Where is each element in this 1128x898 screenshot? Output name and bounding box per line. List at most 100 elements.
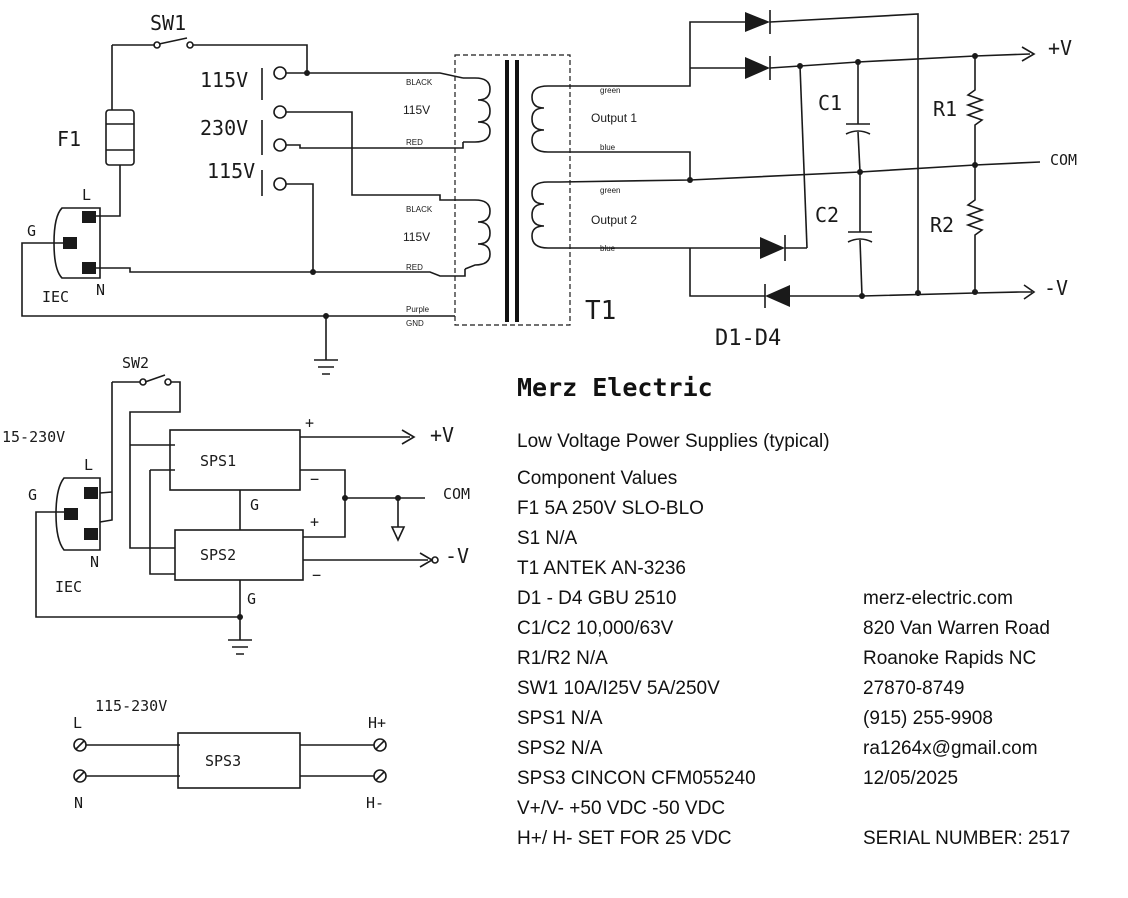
- sps1-label: SPS1: [200, 452, 236, 470]
- sps-ground-symbol: [228, 639, 252, 655]
- wire-gnd: GND: [406, 319, 424, 328]
- sec-blue-1: blue: [600, 143, 616, 152]
- c1-label: C1: [818, 91, 842, 115]
- diode-bridge: [689, 10, 919, 308]
- sps3-range-label: 115-230V: [95, 697, 167, 715]
- wire-115v-1: 115V: [403, 103, 430, 117]
- contact-block: merz-electric.com 820 Van Warren Road Ro…: [863, 584, 1050, 794]
- f1-label: F1: [57, 127, 81, 151]
- iec-top-label: IEC: [42, 288, 69, 306]
- wire-black-2: BLACK: [406, 205, 433, 214]
- component-value-line: S1 N/A: [517, 528, 578, 549]
- sps-line-wires: [130, 444, 175, 575]
- h-minus-label: H-: [366, 794, 384, 812]
- sps2-box: [174, 529, 304, 581]
- d1-d4-label: D1-D4: [715, 326, 781, 351]
- component-value-line: SPS2 N/A: [517, 738, 603, 759]
- sps-plus-v-wire: [300, 429, 416, 445]
- component-value-line: T1 ANTEK AN-3236: [517, 558, 686, 579]
- component-value-line: C1/C2 10,000/63V: [517, 618, 674, 639]
- serial-number: SERIAL NUMBER: 2517: [863, 824, 1070, 854]
- sps3-label: SPS3: [205, 752, 241, 770]
- iec-inlet-sps: [35, 477, 240, 618]
- sw2-label: SW2: [122, 354, 149, 372]
- sw2-switch: [99, 374, 181, 549]
- t1-label: T1: [585, 296, 616, 326]
- sec-output-1: Output 1: [591, 111, 637, 125]
- iec-top-g: G: [27, 222, 36, 240]
- sps1-box: [169, 429, 301, 491]
- wire-115v-2: 115V: [403, 230, 430, 244]
- contact-zip: 27870-8749: [863, 678, 965, 699]
- component-value-line: H+/ H- SET FOR 25 VDC: [517, 828, 732, 849]
- voltage-selector: [261, 66, 464, 272]
- component-value-line: SPS1 N/A: [517, 708, 603, 729]
- sps2-plus: +: [310, 513, 319, 531]
- contact-email: ra1264x@gmail.com: [863, 738, 1038, 759]
- component-value-line: F1 5A 250V SLO-BLO: [517, 498, 704, 519]
- sps1-plus: +: [305, 414, 314, 432]
- sps-n-label: N: [90, 553, 99, 571]
- component-values-list: Component Values F1 5A 250V SLO-BLO S1 N…: [517, 464, 756, 854]
- sps2-label: SPS2: [200, 546, 236, 564]
- wire-black-1: BLACK: [406, 78, 433, 87]
- component-value-line: D1 - D4 GBU 2510: [517, 588, 677, 609]
- component-value-line: SPS3 CINCON CFM055240: [517, 768, 756, 789]
- serial-number-text: SERIAL NUMBER: 2517: [863, 828, 1071, 849]
- wire-purple: Purple: [406, 305, 430, 314]
- sps-com-wire: [300, 469, 425, 538]
- sps1-minus: −: [310, 470, 319, 488]
- sps-l-label: L: [84, 456, 93, 474]
- sps-minus-v-label: -V: [445, 544, 469, 568]
- component-value-line: V+/V- +50 VDC -50 VDC: [517, 798, 726, 819]
- contact-website: merz-electric.com: [863, 588, 1013, 609]
- plus-v-label: +V: [1048, 36, 1072, 60]
- ground-symbol-top: [314, 313, 455, 375]
- sps-g-label: G: [28, 486, 37, 504]
- tap-115v-top: 115V: [200, 68, 248, 92]
- sps-plus-v-label: +V: [430, 423, 454, 447]
- wire-red-2: RED: [406, 263, 423, 272]
- minus-v-arrow: [1020, 284, 1036, 300]
- c2-label: C2: [815, 203, 839, 227]
- sec-green-2: green: [600, 186, 620, 195]
- r1-label: R1: [933, 97, 957, 121]
- sps2-g-label: G: [247, 590, 256, 608]
- sec-output-2: Output 2: [591, 213, 637, 227]
- r2-label: R2: [930, 213, 954, 237]
- iec-inlet-top: [21, 207, 330, 317]
- component-values-heading: Component Values: [517, 468, 678, 489]
- tap-115v-bottom: 115V: [207, 159, 255, 183]
- sps-com-chassis: [390, 498, 406, 542]
- sps-minus-v-wire: [303, 552, 434, 568]
- transformer-t1: [454, 54, 571, 326]
- sw1-switch: [111, 37, 308, 110]
- company-heading: Merz Electric: [517, 373, 713, 402]
- sps-range-label: 15-230V: [2, 428, 65, 446]
- h-plus-label: H+: [368, 714, 386, 732]
- contact-street: 820 Van Warren Road: [863, 618, 1050, 639]
- iec-top-l: L: [82, 186, 91, 204]
- output1-top-wire: [560, 68, 691, 87]
- sps1-g-label: G: [250, 496, 259, 514]
- component-value-line: SW1 10A/I25V 5A/250V: [517, 678, 720, 699]
- contact-date: 12/05/2025: [863, 768, 959, 789]
- sps3-n-label: N: [74, 794, 83, 812]
- wire-red-1: RED: [406, 138, 423, 147]
- contact-city: Roanoke Rapids NC: [863, 648, 1037, 669]
- fuse-f1: [96, 109, 135, 217]
- component-value-line: R1/R2 N/A: [517, 648, 608, 669]
- sec-green-1: green: [600, 86, 620, 95]
- plus-v-arrow: [974, 46, 1036, 62]
- sps3-l-label: L: [73, 714, 82, 732]
- sps-com-label: COM: [443, 485, 470, 503]
- tap-230v: 230V: [200, 116, 248, 140]
- contact-phone: (915) 255-9908: [863, 708, 993, 729]
- resistors: [915, 53, 985, 296]
- document-subtitle: Low Voltage Power Supplies (typical): [517, 431, 830, 452]
- minus-v-label: -V: [1044, 276, 1068, 300]
- com-label-top: COM: [1050, 151, 1077, 169]
- center-tap-wire: [559, 161, 1041, 183]
- sps3-circuit: [73, 732, 387, 789]
